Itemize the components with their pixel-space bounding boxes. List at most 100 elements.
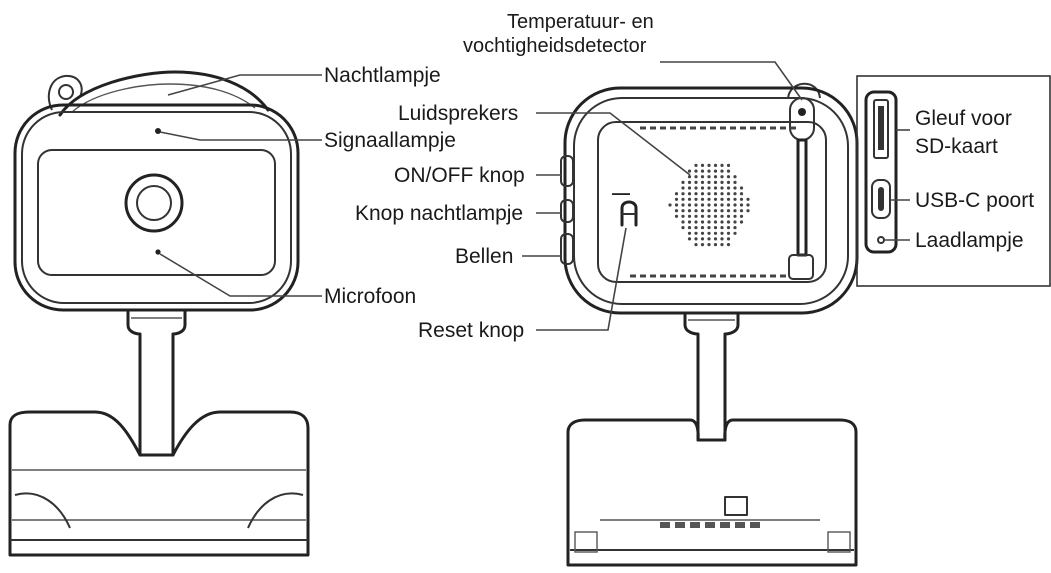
speaker-hole: [687, 203, 692, 207]
speaker-hole: [707, 186, 711, 190]
speaker-hole: [700, 226, 705, 230]
speaker-hole: [733, 231, 737, 235]
sd-slot: [873, 99, 889, 159]
speaker-hole: [694, 192, 698, 196]
speaker-hole: [720, 231, 724, 235]
speaker-hole: [746, 197, 750, 201]
label-usbc: USB-C poort: [915, 189, 1034, 212]
speaker-hole: [694, 220, 698, 224]
speaker-hole: [707, 209, 711, 213]
label-temp-line1: Temperatuur- en: [507, 11, 654, 33]
label-temp-line2: vochtigheidsdetector: [463, 35, 647, 57]
speaker-hole: [707, 175, 711, 179]
speaker-hole: [694, 209, 698, 213]
label-luidsprekers: Luidsprekers: [398, 102, 518, 125]
speaker-hole: [726, 169, 731, 173]
speaker-hole: [713, 175, 718, 179]
label-knop-nachtlampje: Knop nachtlampje: [355, 202, 523, 225]
base-clip: [724, 496, 748, 516]
label-laadlampje: Laadlampje: [915, 229, 1024, 252]
speaker-hole: [713, 180, 718, 184]
speaker-hole: [687, 226, 692, 230]
speaker-hole: [700, 243, 705, 247]
speaker-hole: [674, 197, 679, 201]
port-panel-icon: [856, 75, 1051, 287]
speaker-hole: [687, 169, 692, 173]
speaker-hole: [687, 186, 692, 190]
label-reset: Reset knop: [418, 319, 524, 342]
speaker-hole: [720, 243, 724, 247]
speaker-hole: [739, 186, 744, 190]
speaker-hole: [726, 203, 731, 207]
speaker-hole: [726, 243, 731, 247]
speaker-hole: [713, 203, 718, 207]
speaker-hole: [687, 220, 692, 224]
speaker-hole: [700, 163, 705, 167]
speaker-hole: [733, 175, 737, 179]
speaker-hole: [720, 203, 724, 207]
speaker-hole: [713, 192, 718, 196]
back-camera-icon: ▬▬▬: [560, 82, 859, 567]
speaker-hole: [707, 214, 711, 218]
speaker-hole: [726, 186, 731, 190]
speaker-hole: [739, 214, 744, 218]
speaker-hole: [720, 180, 724, 184]
speaker-hole: [674, 209, 679, 213]
speaker-hole: [700, 237, 705, 241]
speaker-hole: [726, 226, 731, 230]
speaker-hole: [726, 192, 731, 196]
speaker-hole: [733, 186, 737, 190]
speaker-hole: [726, 209, 731, 213]
speaker-hole: [700, 197, 705, 201]
speaker-hole: [687, 175, 692, 179]
speaker-hole: [726, 214, 731, 218]
speaker-hole: [694, 243, 698, 247]
speaker-hole: [681, 186, 685, 190]
speaker-hole: [733, 197, 737, 201]
speaker-hole: [687, 197, 692, 201]
speaker-hole: [746, 209, 750, 213]
speaker-hole: [733, 226, 737, 230]
speaker-hole: [700, 231, 705, 235]
speaker-hole: [733, 192, 737, 196]
speaker-hole: [720, 197, 724, 201]
speaker-hole: [739, 192, 744, 196]
speaker-grille: [668, 163, 750, 247]
speaker-hole: [700, 186, 705, 190]
speaker-hole: [713, 209, 718, 213]
speaker-hole: [713, 231, 718, 235]
speaker-hole: [733, 209, 737, 213]
speaker-hole: [726, 180, 731, 184]
speaker-hole: [707, 203, 711, 207]
speaker-hole: [720, 163, 724, 167]
label-bellen: Bellen: [455, 245, 513, 268]
charge-lamp: [877, 236, 885, 244]
leader-lines: [159, 61, 910, 331]
speaker-hole: [707, 180, 711, 184]
speaker-hole: [720, 209, 724, 213]
speaker-hole: [694, 237, 698, 241]
speaker-hole: [674, 214, 679, 218]
brand-mark: ▬▬▬: [612, 191, 630, 197]
speaker-hole: [746, 203, 750, 207]
speaker-hole: [707, 226, 711, 230]
speaker-hole: [674, 203, 679, 207]
speaker-hole: [733, 214, 737, 218]
speaker-hole: [713, 169, 718, 173]
speaker-hole: [713, 226, 718, 230]
speaker-hole: [713, 243, 718, 247]
speaker-hole: [726, 231, 731, 235]
night-button: [560, 199, 574, 223]
speaker-hole: [700, 180, 705, 184]
speaker-hole: [707, 237, 711, 241]
speaker-hole: [733, 180, 737, 184]
speaker-hole: [694, 175, 698, 179]
speaker-hole: [720, 226, 724, 230]
speaker-hole: [694, 163, 698, 167]
onoff-button: [560, 155, 574, 187]
speaker-hole: [694, 197, 698, 201]
speaker-hole: [720, 220, 724, 224]
speaker-hole: [700, 169, 705, 173]
speaker-hole: [694, 203, 698, 207]
